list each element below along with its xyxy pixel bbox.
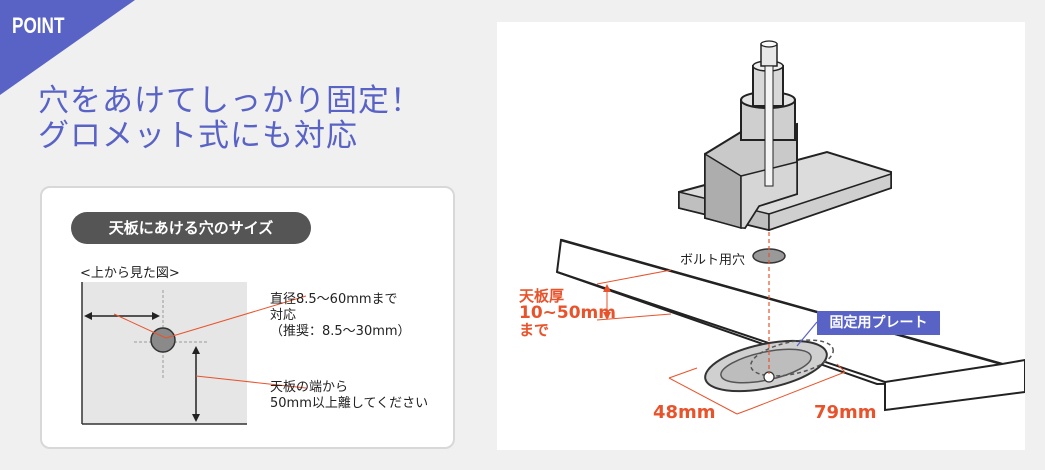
point-badge: POINT — [0, 0, 135, 95]
hole-size-card: 天板にあける穴のサイズ <上から見た図> 直径8.5～60mmまで 対応 （推奨… — [40, 186, 455, 449]
thickness-label: 天板厚 10~50mm まで — [519, 288, 616, 339]
diameter-note-line-2: 対応 — [270, 308, 297, 323]
plate-outline-dashed — [750, 339, 834, 377]
arrow-head-bottom — [192, 414, 200, 422]
headline-line-2: グロメット式にも対応 — [38, 118, 358, 154]
badge-label: POINT — [12, 13, 65, 38]
diameter-note-line-3: （推奨：8.5～30mm） — [270, 324, 411, 339]
thickness-label-line-2: 10~50mm — [519, 303, 616, 323]
hole-circle — [150, 327, 176, 353]
diameter-note: 直径8.5～60mmまで 対応 （推奨：8.5～30mm） — [270, 292, 411, 340]
plate-length-label: 79mm — [814, 402, 877, 423]
top-view-diagram — [81, 282, 307, 425]
distance-note: 天板の端から 50mm以上離してください — [270, 380, 428, 412]
plate-leader — [796, 321, 818, 347]
arrow-head-left — [84, 312, 92, 320]
desk-top-surface — [82, 282, 247, 424]
badge-shape — [0, 0, 135, 95]
clamp-illustration — [555, 40, 1025, 415]
card-title-pill: 天板にあける穴のサイズ — [71, 212, 311, 244]
distance-note-line-1: 天板の端から — [270, 380, 349, 395]
diameter-note-line-1: 直径8.5～60mmまで — [270, 292, 398, 307]
dim-line-79 — [752, 371, 846, 409]
thickness-label-line-1: 天板厚 — [519, 287, 565, 305]
arrow-head-right — [152, 312, 160, 320]
mounting-illustration: ボルト用穴 天板厚 10~50mm まで 固定用プレート 48mm 79mm — [497, 22, 1025, 450]
distance-note-line-2: 50mm以上離してください — [270, 396, 429, 411]
headline-line-1: 穴をあけてしっかり固定！ — [38, 83, 422, 119]
leader-line-left — [113, 313, 167, 339]
bolt-hole-label: ボルト用穴 — [680, 253, 746, 268]
bolt-shaft — [764, 65, 774, 187]
dim-line-48 — [668, 377, 738, 415]
top-view-label: <上から見た図> — [80, 266, 180, 281]
arrow-head-top — [192, 346, 200, 354]
leader-line-diameter — [165, 295, 307, 339]
thickness-label-line-3: まで — [519, 321, 550, 339]
leader-line-distance — [195, 375, 307, 389]
headline: 穴をあけてしっかり固定！ グロメット式にも対応 — [38, 84, 422, 154]
plate-width-label: 48mm — [653, 402, 716, 423]
plate-label-tag: 固定用プレート — [817, 311, 940, 335]
